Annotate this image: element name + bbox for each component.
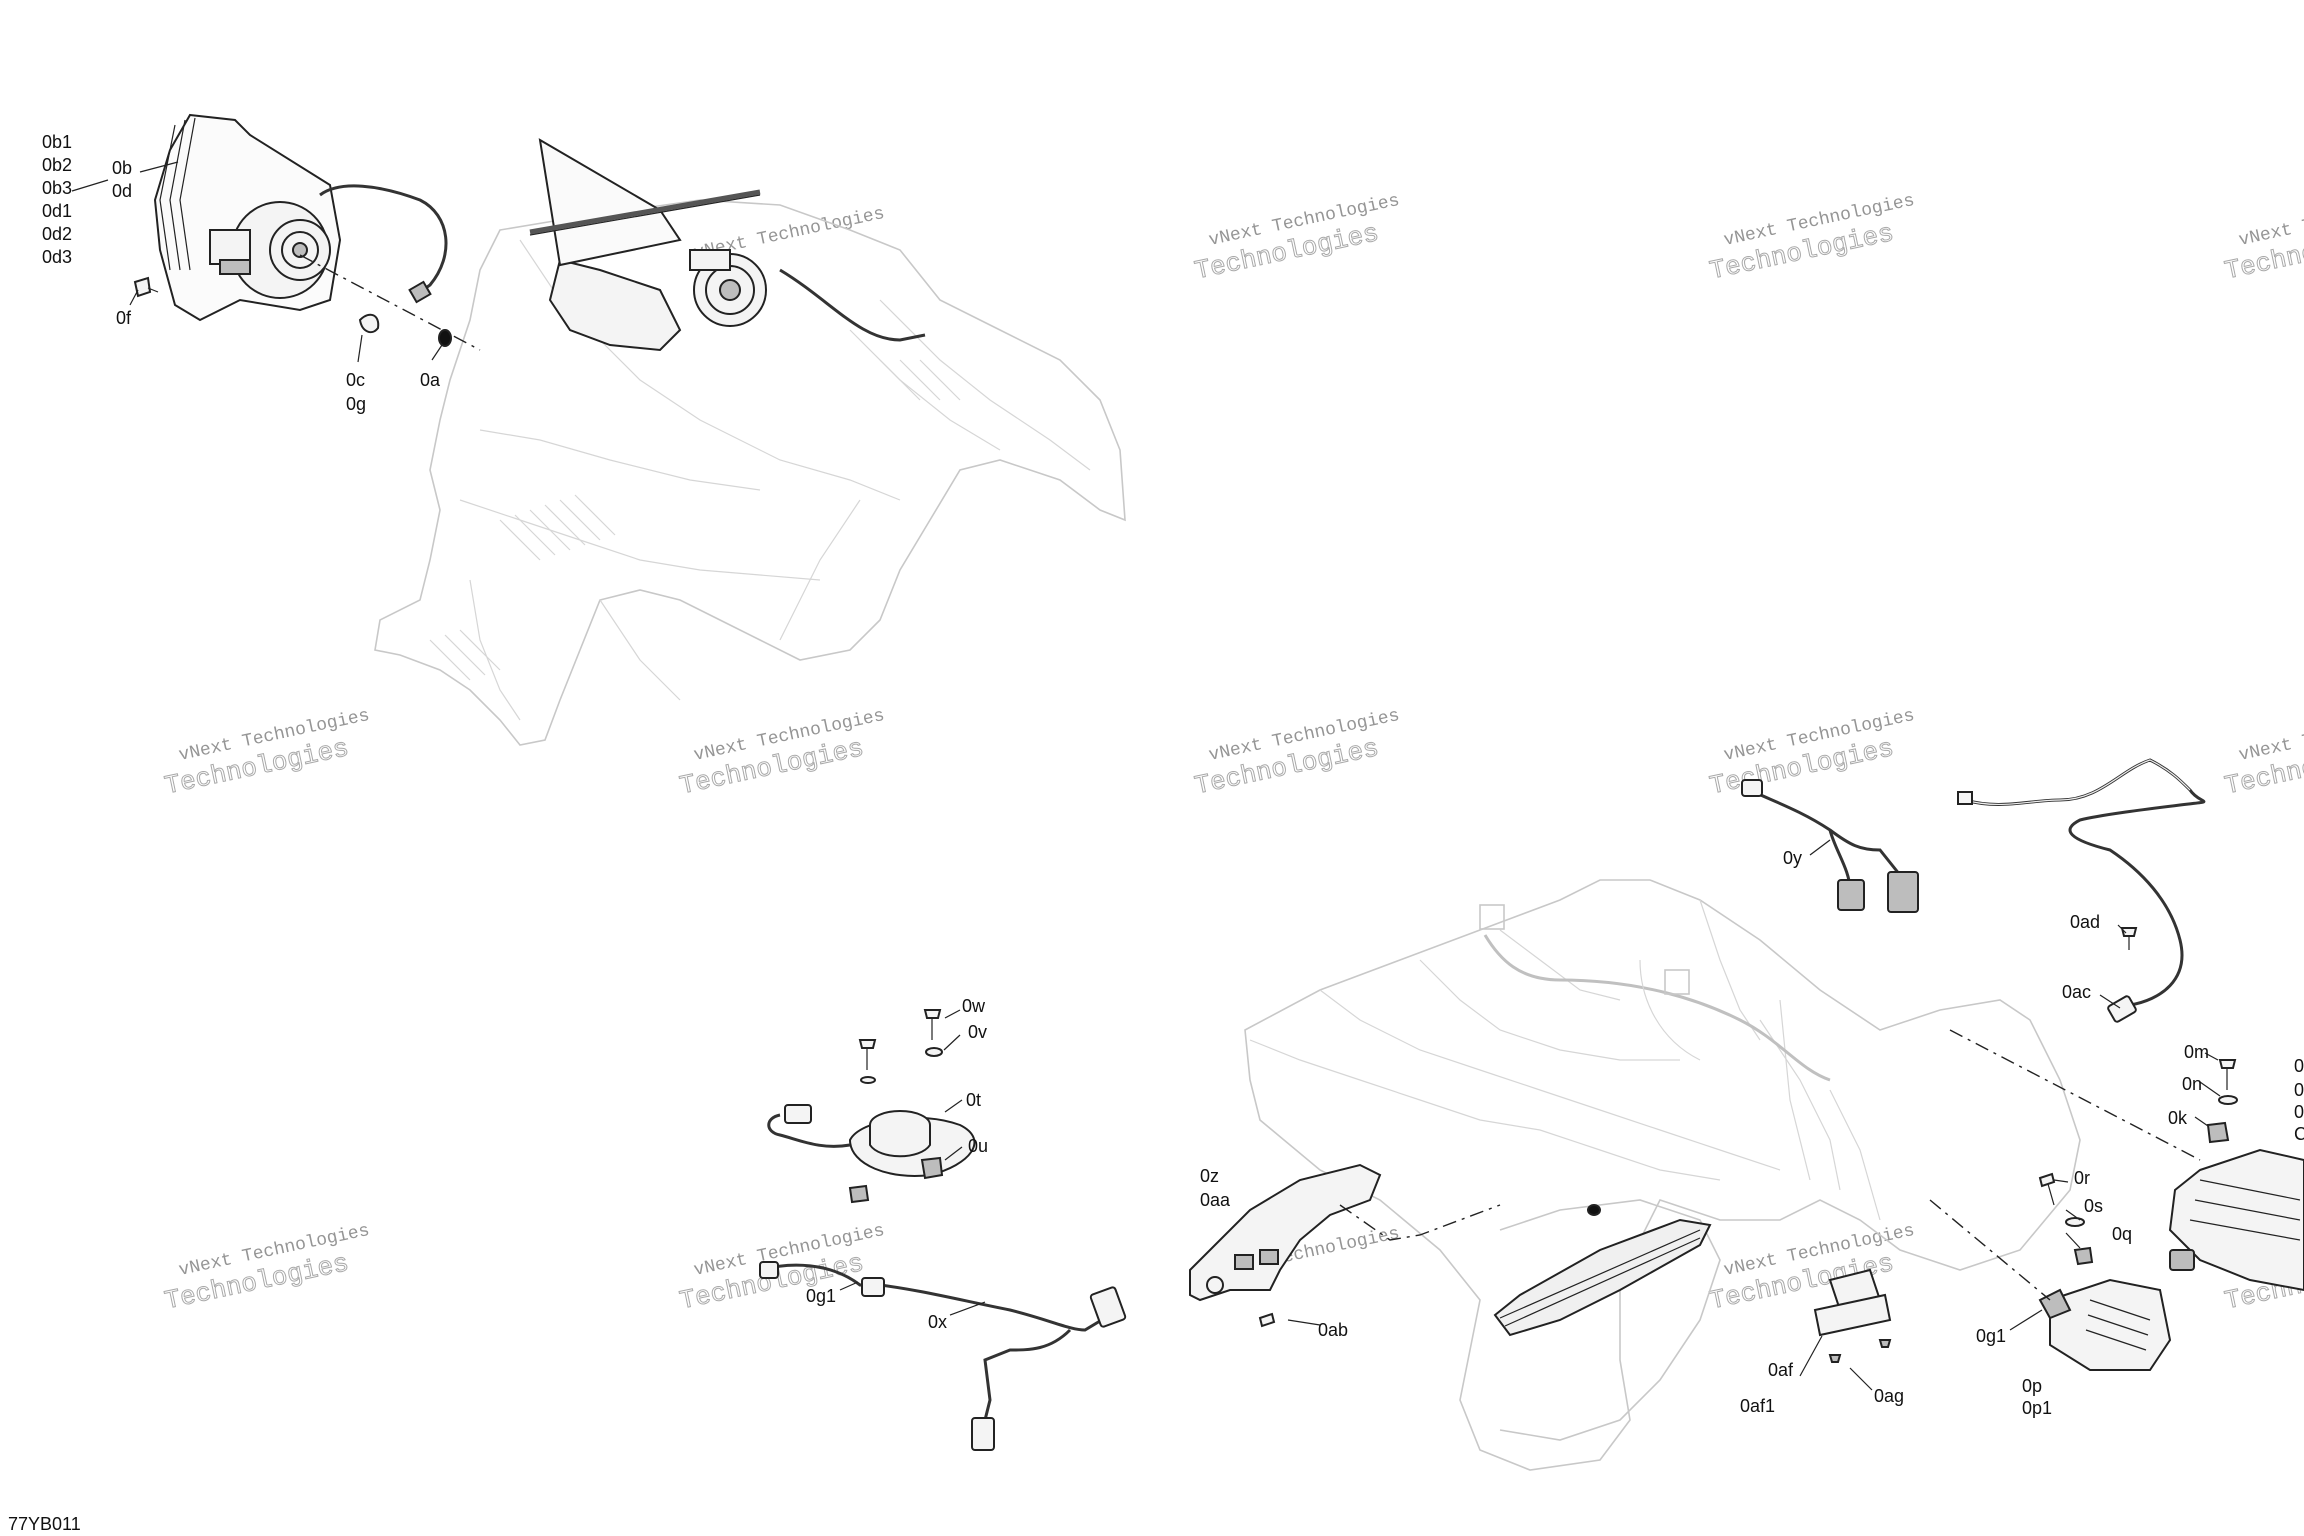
nut-0k [2206, 1121, 2230, 1144]
sensor-0af [1813, 1268, 1892, 1363]
bracket-0z [1189, 1163, 1501, 1328]
label-0b1: 0b1 [42, 132, 72, 152]
screw-0m [2218, 1059, 2237, 1090]
label-edge-0-b: 0 [2294, 1080, 2304, 1100]
label-0s: 0s [2084, 1196, 2103, 1216]
screw-0w [923, 1009, 942, 1040]
label-0ac: 0ac [2062, 982, 2091, 1002]
label-0c: 0c [346, 370, 365, 390]
screw-left [858, 1039, 877, 1084]
speaker-assembly [767, 1009, 976, 1204]
label-0y: 0y [1783, 848, 1802, 868]
watermark: vNext Technologies Technologies [677, 1221, 887, 1317]
screw-0ag [1828, 1339, 1892, 1363]
leader-lines [71, 161, 2221, 1391]
label-0a: 0a [420, 370, 441, 390]
watermark: vNext Technologies Technologies [2222, 706, 2304, 802]
label-0z: 0z [1200, 1166, 1219, 1186]
label-0af: 0af [1768, 1360, 1794, 1380]
harness-0x [759, 1261, 1127, 1451]
rear-frame-ghost [1244, 879, 2081, 1471]
label-0v: 0v [968, 1022, 987, 1042]
label-0ag: 0ag [1874, 1386, 1904, 1406]
label-0k: 0k [2168, 1108, 2188, 1128]
label-0d2: 0d2 [42, 224, 72, 244]
label-0d: 0d [112, 181, 132, 201]
license-light-assembly [1929, 1172, 2172, 1371]
label-edge-0-a: 0 [2294, 1056, 2304, 1076]
watermark: vNext Technologies Technologies [1707, 1221, 1917, 1317]
watermark: vNext Technologies Technologies [1192, 191, 1402, 287]
grommet-0a [438, 329, 452, 347]
label-0p: 0p [2022, 1376, 2042, 1396]
headlight-assembly [133, 113, 481, 351]
label-0b2: 0b2 [42, 155, 72, 175]
label-0b3: 0b3 [42, 178, 72, 198]
diagram-code: 77YB011 [8, 1514, 81, 1534]
part-labels: 0b1 0b2 0b3 0d1 0d2 0d3 0b 0d 0f 0c 0g 0… [8, 132, 2304, 1534]
watermark: vNext Technologies Technologies [677, 706, 887, 802]
watermark: vNext Technologies Technologies [2222, 191, 2304, 287]
label-0d1: 0d1 [42, 201, 72, 221]
watermarks: vNext Technologies Technologies vNext Te… [162, 191, 2304, 1317]
label-0d3: 0d3 [42, 247, 72, 267]
front-frame-ghost [374, 138, 1126, 746]
nut-lower [848, 1184, 870, 1204]
label-0g: 0g [346, 394, 366, 414]
screw-0ad [2120, 927, 2138, 950]
label-0p1: 0p1 [2022, 1398, 2052, 1418]
washer-0v [925, 1047, 943, 1057]
label-0ab: 0ab [1318, 1320, 1348, 1340]
label-0ad: 0ad [2070, 912, 2100, 932]
watermark: vNext Technologies Technologies [1707, 191, 1917, 287]
label-0x: 0x [928, 1312, 947, 1332]
harness-0ac [1957, 758, 2206, 1023]
nut-0u [920, 1156, 944, 1180]
label-0g1-right: 0g1 [1976, 1326, 2006, 1346]
label-edge-0-d: C [2294, 1124, 2304, 1144]
label-0w: 0w [962, 996, 986, 1016]
label-0r: 0r [2074, 1168, 2090, 1188]
label-0aa: 0aa [1200, 1190, 1231, 1210]
label-0f: 0f [116, 308, 132, 328]
watermark: vNext Technologies Technologies [162, 706, 372, 802]
frame-louvers [429, 359, 961, 681]
nut-0q [2073, 1246, 2094, 1266]
screw-0f [133, 276, 159, 298]
label-0u: 0u [968, 1136, 988, 1156]
watermark: vNext Technologies Technologies [162, 1221, 372, 1317]
label-0n: 0n [2182, 1074, 2202, 1094]
screw-0ab [1258, 1312, 1276, 1328]
screw-0r [2038, 1172, 2056, 1206]
label-0g1-left: 0g1 [806, 1286, 836, 1306]
washer-0n [2218, 1095, 2238, 1105]
taillight-assembly [1949, 1029, 2304, 1292]
mounted-headlight [529, 138, 926, 352]
watermark: vNext Technologies Technologies [1192, 706, 1402, 802]
label-0m: 0m [2184, 1042, 2209, 1062]
harness-0y [1741, 779, 1919, 913]
label-0af1: 0af1 [1740, 1396, 1775, 1416]
watermark: vNext Technologies Technologies [1707, 706, 1917, 802]
label-edge-0-c: 0 [2294, 1102, 2304, 1122]
label-0t: 0t [966, 1090, 981, 1110]
washer-0s [2065, 1217, 2085, 1227]
label-0b: 0b [112, 158, 132, 178]
clip-0c [358, 313, 380, 334]
label-0q: 0q [2112, 1224, 2132, 1244]
